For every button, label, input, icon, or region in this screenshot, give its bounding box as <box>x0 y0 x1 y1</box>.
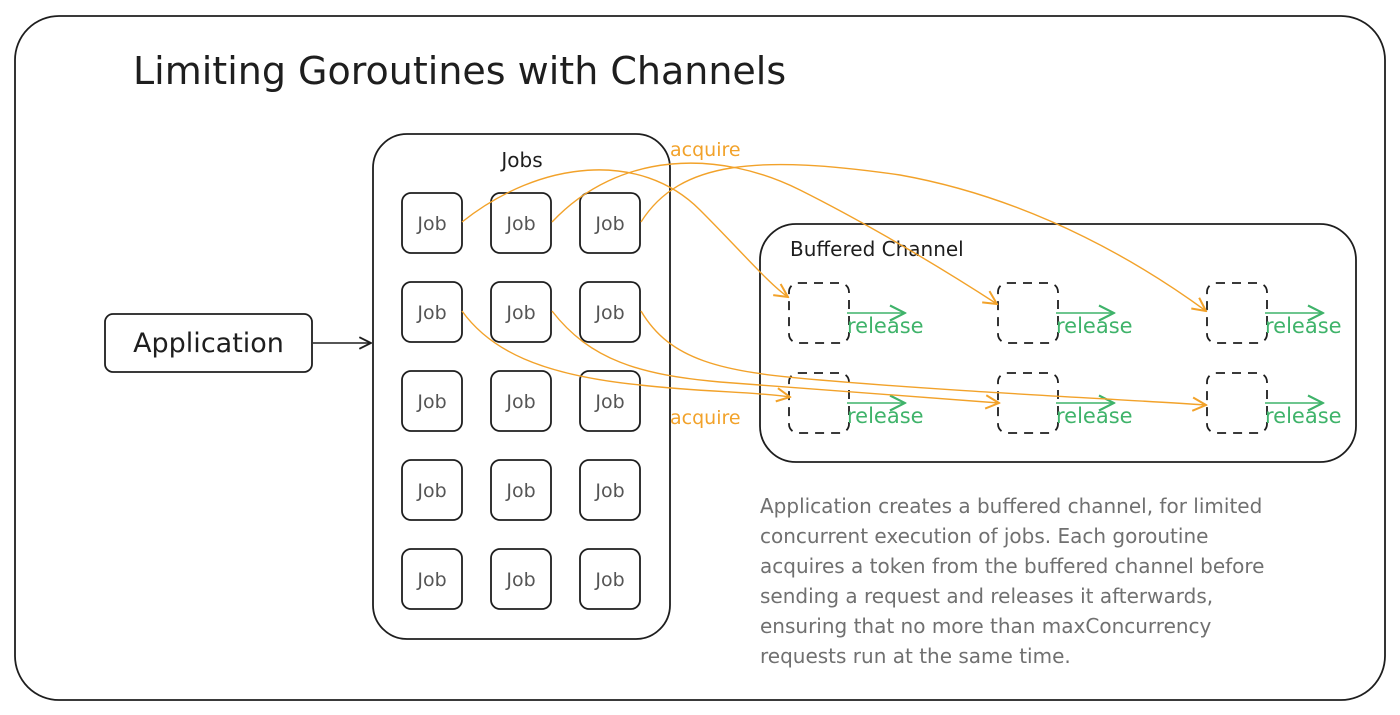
job-box <box>579 370 641 432</box>
job-box <box>579 192 641 254</box>
note-line: requests run at the same time. <box>760 644 1071 668</box>
job-item: Job <box>579 370 641 432</box>
job-item: Job <box>401 281 463 343</box>
release-label: release <box>1056 314 1133 338</box>
acquire-arrow <box>640 310 1206 405</box>
acquire-label-top: acquire <box>670 139 741 161</box>
job-label: Job <box>594 302 624 324</box>
note-line: acquires a token from the buffered chann… <box>760 554 1264 578</box>
job-box <box>401 370 463 432</box>
job-item: Job <box>401 192 463 254</box>
job-box <box>579 459 641 521</box>
application-node: Application <box>104 313 313 373</box>
job-item: Job <box>490 459 552 521</box>
note-line: Application creates a buffered channel, … <box>760 494 1262 518</box>
job-box <box>490 281 552 343</box>
job-label: Job <box>416 391 446 413</box>
job-item: Job <box>579 548 641 610</box>
application-label: Application <box>133 328 284 359</box>
job-item: Job <box>401 459 463 521</box>
acquire-arrows <box>461 162 1206 405</box>
release-label: release <box>847 314 924 338</box>
job-box <box>401 192 463 254</box>
release-label: release <box>1056 404 1133 428</box>
job-box <box>490 370 552 432</box>
job-label: Job <box>505 480 535 502</box>
job-label: Job <box>505 213 535 235</box>
job-item: Job <box>490 192 552 254</box>
job-box <box>490 459 552 521</box>
jobs-group-label: Jobs <box>499 148 542 172</box>
job-label: Job <box>505 302 535 324</box>
channel-slot: release <box>997 282 1133 344</box>
explanation-note: Application creates a buffered channel, … <box>760 494 1264 668</box>
job-label: Job <box>416 569 446 591</box>
channel-slot: release <box>1206 282 1342 344</box>
token-slot <box>1206 372 1268 434</box>
job-box <box>490 192 552 254</box>
job-box <box>579 548 641 610</box>
note-line: concurrent execution of jobs. Each gorou… <box>760 524 1208 548</box>
job-label: Job <box>505 391 535 413</box>
token-slot <box>788 372 850 434</box>
job-item: Job <box>490 281 552 343</box>
token-slot <box>1206 282 1268 344</box>
job-label: Job <box>594 569 624 591</box>
jobs-container <box>372 133 671 640</box>
note-line: sending a request and releases it afterw… <box>760 584 1213 608</box>
job-item: Job <box>490 548 552 610</box>
token-slot <box>997 282 1059 344</box>
job-label: Job <box>416 213 446 235</box>
job-item: Job <box>579 192 641 254</box>
job-label: Job <box>505 569 535 591</box>
job-item: Job <box>401 548 463 610</box>
job-item: Job <box>401 370 463 432</box>
channel-slot: release <box>788 372 924 434</box>
release-label: release <box>1265 404 1342 428</box>
release-label: release <box>847 404 924 428</box>
channel-slots: release release release release release relea… <box>788 282 1342 434</box>
release-label: release <box>1265 314 1342 338</box>
job-item: Job <box>490 370 552 432</box>
job-box <box>579 281 641 343</box>
job-box <box>490 548 552 610</box>
job-item: Job <box>579 281 641 343</box>
job-label: Job <box>594 480 624 502</box>
job-box <box>401 459 463 521</box>
diagram-title: Limiting Goroutines with Channels <box>133 49 786 93</box>
outer-frame <box>14 15 1386 701</box>
acquire-arrow <box>461 310 790 397</box>
acquire-arrow <box>551 310 999 403</box>
token-slot <box>997 372 1059 434</box>
job-box <box>401 548 463 610</box>
acquire-arrow <box>461 169 788 297</box>
job-label: Job <box>594 391 624 413</box>
acquire-arrow <box>640 163 1206 311</box>
channel-slot: release <box>997 372 1133 434</box>
acquire-arrow <box>551 162 997 304</box>
channel-slot: release <box>788 282 924 344</box>
job-label: Job <box>416 302 446 324</box>
buffered-channel-label: Buffered Channel <box>790 237 964 261</box>
job-item: Job <box>579 459 641 521</box>
job-label: Job <box>416 480 446 502</box>
acquire-label-bottom: acquire <box>670 407 741 429</box>
note-line: ensuring that no more than maxConcurrenc… <box>760 614 1212 638</box>
token-slot <box>788 282 850 344</box>
job-label: Job <box>594 213 624 235</box>
channel-slot: release <box>1206 372 1342 434</box>
application-box <box>104 313 313 373</box>
